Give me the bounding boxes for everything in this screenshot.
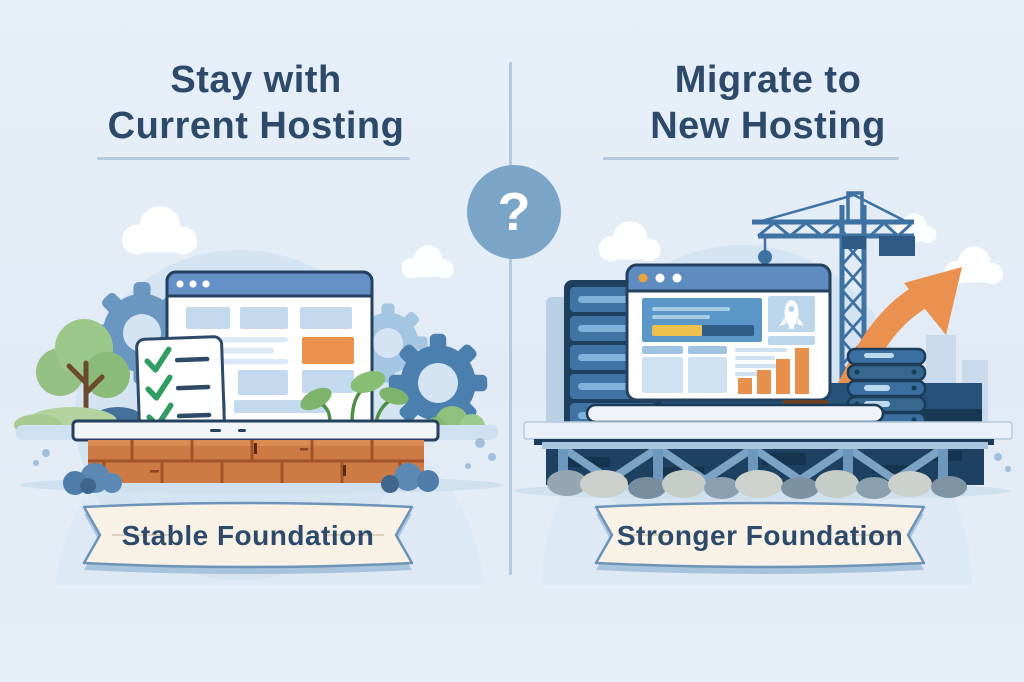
- rocks: [33, 438, 496, 495]
- right-title-line2: New Hosting: [650, 105, 886, 147]
- right-title-underline: [603, 157, 899, 160]
- hero-section: [642, 298, 762, 342]
- bar-chart-icon: [738, 348, 809, 394]
- left-banner-label: Stable Foundation: [122, 520, 375, 551]
- cloud: [122, 206, 197, 255]
- banner-ribbon: Stronger Foundation: [594, 501, 926, 574]
- right-banner-label: Stronger Foundation: [617, 520, 903, 551]
- browser-dots-icon: [176, 280, 210, 288]
- progress-bar-rest: [702, 325, 754, 336]
- rocks: [547, 453, 1011, 499]
- left-title: Stay with Current Hosting: [0, 57, 512, 149]
- banner-ribbon: Stable Foundation: [82, 501, 414, 574]
- checklist: [135, 335, 226, 433]
- question-badge: ?: [467, 165, 561, 259]
- cloud: [598, 221, 661, 262]
- crane-hook: [758, 250, 772, 264]
- cloud: [401, 245, 454, 279]
- browser-orange-box: [302, 337, 354, 364]
- browser-header: [625, 263, 832, 293]
- browser-header: [165, 270, 374, 298]
- right-illustration: Stronger Foundation: [514, 191, 1013, 585]
- checklist-lines: [174, 356, 212, 419]
- left-title-underline: [97, 157, 410, 160]
- right-title: Migrate to New Hosting: [512, 57, 1024, 149]
- divider-line: [509, 62, 512, 575]
- question-icon: ?: [497, 182, 531, 242]
- rocket-icon: [779, 300, 804, 329]
- steel-foundation: [542, 442, 988, 485]
- left-title-line2: Current Hosting: [107, 105, 405, 147]
- platform: [523, 421, 1013, 445]
- progress-bar-fill: [652, 325, 702, 336]
- platform: [16, 419, 498, 442]
- left-illustration: Stable Foundation: [14, 206, 504, 585]
- brick-foundation: [88, 440, 424, 483]
- crane-counterweight: [879, 236, 915, 256]
- truss-posts: [558, 445, 948, 485]
- right-title-line1: Migrate to: [674, 59, 862, 101]
- left-title-line1: Stay with: [170, 59, 342, 101]
- gear-icon: [348, 303, 488, 433]
- browser-window: [625, 263, 832, 402]
- browser-dots-icon: [638, 273, 682, 283]
- rocket-panel: [768, 296, 815, 345]
- content-boxes: [642, 346, 727, 393]
- laptop-keyboard: [585, 403, 885, 424]
